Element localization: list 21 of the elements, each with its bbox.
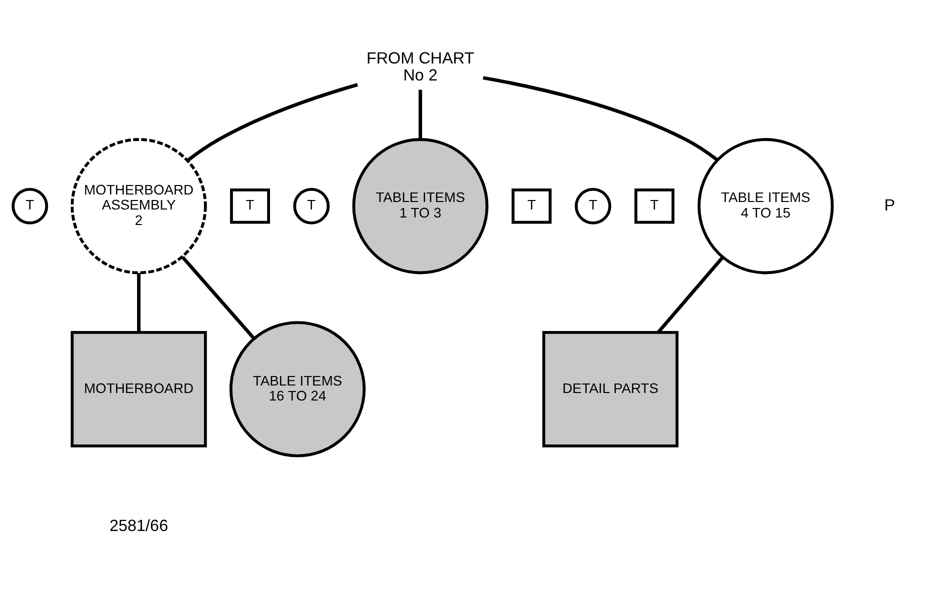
node-circle: TABLE ITEMS 4 TO 15 xyxy=(698,138,834,274)
node-circle: TABLE ITEMS 16 TO 24 xyxy=(229,321,366,458)
node-box: T xyxy=(512,188,552,224)
label: P xyxy=(884,196,896,214)
node-text: FROM CHART No 2 xyxy=(366,49,474,85)
node-circle: MOTHERBOARD ASSEMBLY 2 xyxy=(70,138,207,274)
node-circle: TABLE ITEMS 1 TO 3 xyxy=(352,138,488,274)
connector xyxy=(418,90,422,140)
node-box: T xyxy=(634,188,674,224)
connector xyxy=(181,256,256,340)
connector xyxy=(656,256,724,334)
label: 2581/66 xyxy=(109,516,168,535)
connector xyxy=(186,83,358,162)
node-circle: T xyxy=(12,188,48,224)
connector xyxy=(137,273,141,332)
node-circle: T xyxy=(574,188,612,224)
node-box: DETAIL PARTS xyxy=(542,330,678,448)
node-box: T xyxy=(230,188,270,224)
connector xyxy=(482,76,718,162)
node-box: MOTHERBOARD xyxy=(70,330,207,448)
node-circle: T xyxy=(293,188,330,224)
